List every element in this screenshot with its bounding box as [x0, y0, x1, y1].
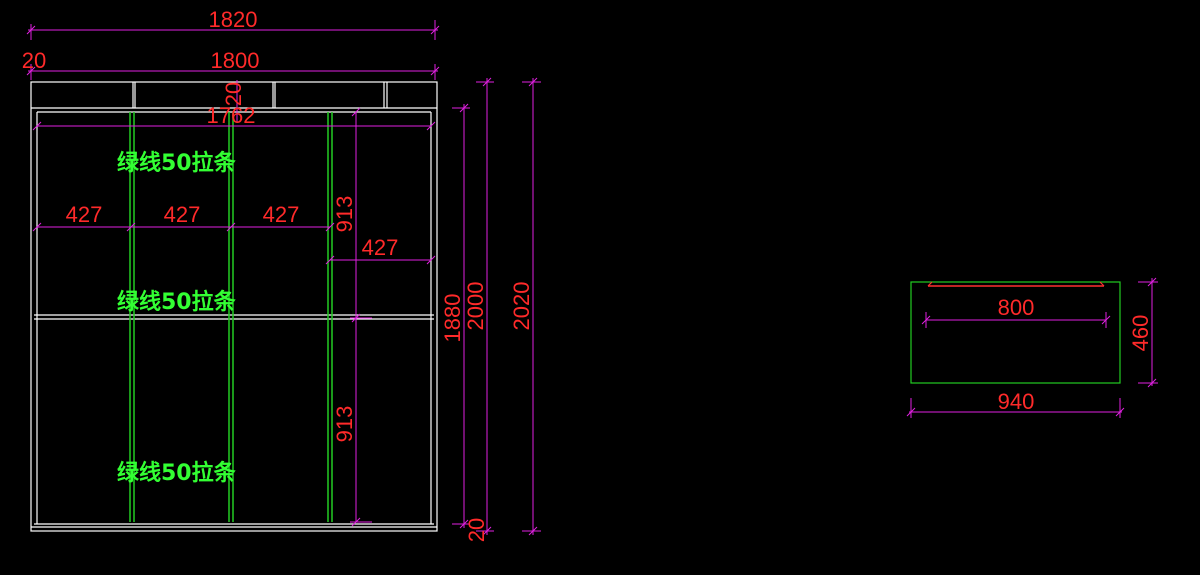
dim-bay-2-text: 427 — [164, 202, 201, 227]
drawer-dimension-lines — [906, 277, 1158, 418]
dim-overall-width-tick-left — [26, 25, 36, 35]
strip-note-lower: 绿线50拉条 — [117, 460, 237, 486]
dim-overall-width-tick-right — [430, 25, 440, 35]
dim-bay-4-tick-left — [325, 255, 335, 265]
dim-drawer-depth-text: 460 — [1128, 315, 1153, 352]
dim-overall-width-text: 1820 — [209, 7, 258, 32]
dim-drawer-inner-text: 800 — [998, 295, 1035, 320]
dim-interior-width-text: 1762 — [207, 103, 256, 128]
dim-interior-width-tick-left — [32, 121, 42, 131]
drawer-handle-end-left — [927, 281, 933, 287]
dim-inner-width-text: 1800 — [211, 48, 260, 73]
dim-bay-3-tick-right — [325, 222, 335, 232]
dim-drawer-depth-tick-top — [1147, 277, 1157, 287]
dim-overall-height-text: 2020 — [509, 282, 534, 331]
dim-drawer-outer-text: 940 — [998, 389, 1035, 414]
dim-overall-height-tick-bottom — [528, 526, 538, 536]
dim-cabinet-height-text: 2000 — [463, 282, 488, 331]
strip-note-middle: 绿线50拉条 — [117, 289, 237, 315]
drawer-handle-end-right — [1099, 281, 1105, 287]
dim-inner-width-tick-left — [26, 66, 36, 76]
dim-base-gap-text: 20 — [464, 518, 489, 542]
green-strips — [129, 112, 333, 522]
dim-side-panel-text: 20 — [22, 48, 46, 73]
dim-bay-4-tick-right — [426, 255, 436, 265]
drawer-outline — [910, 281, 1121, 384]
dim-drawer-outer-tick-right — [1115, 407, 1125, 417]
dim-drawer-inner-tick-left — [921, 315, 931, 325]
dim-bay-1-text: 427 — [66, 202, 103, 227]
wardrobe-outer-frame — [30, 81, 438, 532]
dim-upper-section-text: 913 — [332, 196, 357, 233]
dim-inner-height-tick-top — [459, 103, 469, 113]
dim-bay-4-text: 427 — [362, 235, 399, 260]
dim-interior-width-tick-right — [426, 121, 436, 131]
drawer-detail: 800 940 460 — [906, 277, 1158, 418]
dim-lower-section-text: 913 — [332, 406, 357, 443]
dimension-lines — [26, 20, 541, 536]
dim-bay-1-tick-left — [32, 222, 42, 232]
dim-inner-height-tick-bottom — [459, 519, 469, 529]
strip-notes: 绿线50拉条 绿线50拉条 绿线50拉条 — [117, 150, 237, 486]
dim-inner-height-text: 1880 — [440, 294, 465, 343]
dim-overall-height-tick-top — [528, 77, 538, 87]
dim-drawer-inner-tick-right — [1101, 315, 1111, 325]
dim-upper-section-tick-top — [351, 107, 361, 117]
dim-drawer-outer-tick-left — [906, 407, 916, 417]
dimension-texts: 1820 20 1800 20 1762 427 427 427 427 913… — [22, 7, 534, 542]
dim-cabinet-height-tick-top — [482, 77, 492, 87]
dim-bay-3-text: 427 — [263, 202, 300, 227]
dim-inner-width-tick-right — [430, 66, 440, 76]
dim-cabinet-height-tick-bottom — [482, 526, 492, 536]
dim-drawer-depth-tick-bottom — [1147, 378, 1157, 388]
wardrobe-outline — [30, 81, 438, 532]
strip-note-upper: 绿线50拉条 — [117, 150, 237, 176]
dim-top-gap-text: 20 — [221, 82, 246, 106]
